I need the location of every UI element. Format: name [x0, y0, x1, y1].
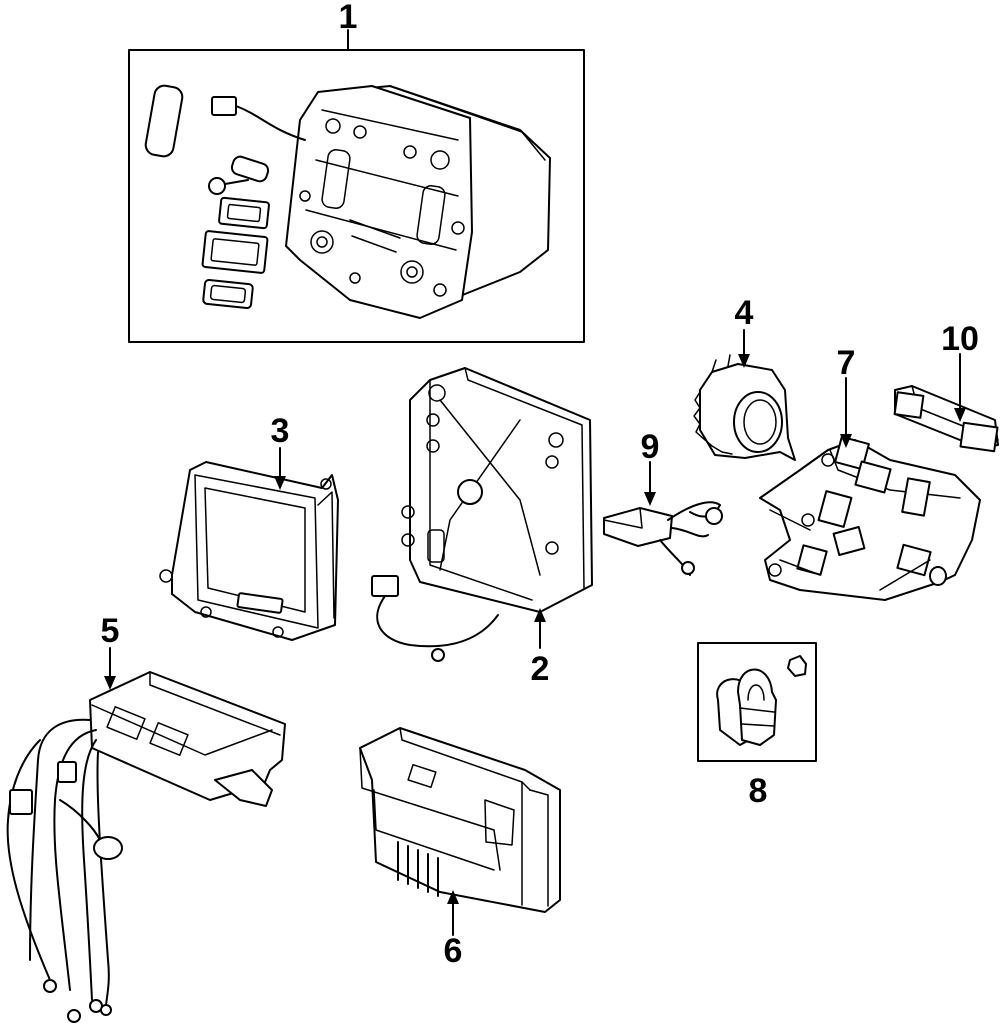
callout-label: 5: [101, 612, 120, 650]
callout-label: 7: [837, 344, 856, 382]
part-10-connector-bar[interactable]: [893, 385, 999, 453]
part-9-sensor-harness[interactable]: [603, 501, 723, 576]
callout-3: 3: [271, 412, 290, 490]
part-1-assembly-kit[interactable]: [128, 49, 585, 343]
callout-5: 5: [101, 612, 120, 690]
callout-label: 2: [531, 650, 550, 688]
callout-label: 4: [735, 294, 754, 332]
callout-label: 8: [749, 772, 768, 810]
callout-label: 3: [271, 412, 290, 450]
callout-10: 10: [941, 320, 979, 422]
part-5-junction-box[interactable]: [6, 671, 286, 1023]
callout-label: 6: [444, 932, 463, 970]
callout-label: 9: [641, 428, 660, 466]
callout-8: 8: [749, 772, 768, 810]
part-3-ecu[interactable]: [159, 461, 339, 641]
callout-9: 9: [641, 428, 660, 506]
callout-1: 1: [339, 0, 358, 51]
part-8-kit-frame: [697, 642, 817, 762]
callout-7: 7: [837, 344, 856, 448]
callout-label: 10: [941, 320, 979, 358]
callout-label: 1: [339, 0, 358, 36]
part-6-module[interactable]: [359, 727, 561, 913]
callout-2: 2: [531, 608, 550, 688]
part-2-control-module[interactable]: [371, 367, 593, 662]
part-8-clamp-kit[interactable]: [697, 642, 817, 762]
part-4-gear-ring[interactable]: [693, 354, 796, 461]
callout-6: 6: [444, 890, 463, 970]
callout-4: 4: [735, 294, 754, 368]
part-1-kit-frame: [128, 49, 585, 343]
part-7-bracket[interactable]: [759, 435, 981, 601]
